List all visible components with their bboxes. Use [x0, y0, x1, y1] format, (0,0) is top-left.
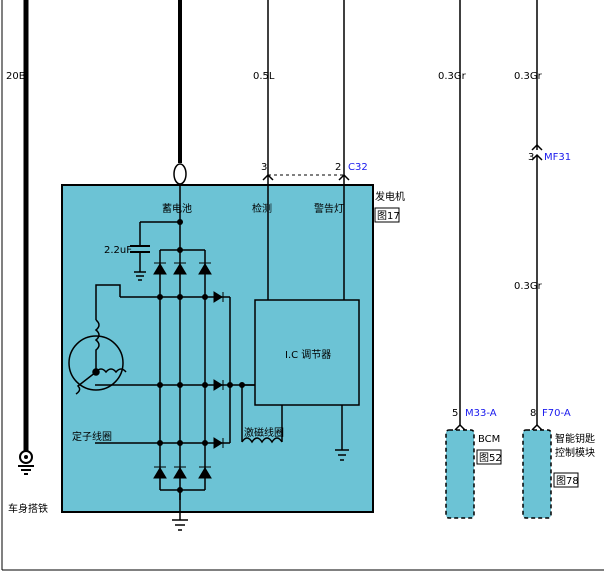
generator-name: 发电机 — [375, 190, 405, 203]
c32-pin-3: 3 — [261, 162, 267, 173]
smart-key-branch: 0.3Gr 3 MF31 0.3Gr 8 F70-A 智能钥匙 控制模块 图78 — [514, 0, 595, 519]
bcm-ref: 图52 — [479, 452, 502, 464]
wire-label-03gr-c: 0.3Gr — [514, 281, 543, 292]
stator-coil: 定子线圈 — [68, 284, 127, 443]
c32-pin-2: 2 — [335, 162, 341, 173]
warning-lamp-label: 警告灯 — [314, 202, 344, 215]
wire-label-05l: 0.5L — [253, 71, 275, 82]
wire-label-20b: 20B — [6, 71, 26, 82]
mf31-pin: 3 — [528, 152, 534, 163]
wire-label-03gr-b: 0.3Gr — [514, 71, 543, 82]
ic-regulator: I.C 调节器 — [242, 299, 360, 461]
mf31-code: MF31 — [544, 152, 571, 163]
smart-key-name-1: 智能钥匙 — [555, 432, 595, 445]
field-coil-label: 激磁线圈 — [244, 426, 284, 439]
bcm-name: BCM — [478, 434, 500, 445]
body-ground-wire: 20B 车身搭铁 — [6, 0, 48, 515]
smart-key-ref: 图78 — [556, 475, 579, 487]
capacitor: 2.2uF — [104, 221, 180, 281]
rectifier-diodes — [153, 247, 245, 493]
regulator-label: I.C 调节器 — [285, 349, 331, 361]
battery-label: 蓄电池 — [162, 202, 192, 215]
field-coil: 激磁线圈 — [241, 385, 284, 444]
m33a-pin: 5 — [452, 408, 458, 419]
detect-label: 检测 — [252, 202, 272, 215]
battery-wire: 蓄电池 — [162, 0, 192, 225]
warning-lamp-wire: 2 C32 警告灯 — [268, 0, 368, 300]
c32-code: C32 — [348, 162, 368, 173]
bcm-branch: 0.3Gr 5 M33-A BCM 图52 — [438, 0, 502, 519]
detect-wire: 0.5L 3 检测 — [252, 0, 275, 300]
wire-label-03gr-a: 0.3Gr — [438, 71, 467, 82]
capacitor-label: 2.2uF — [104, 245, 132, 256]
f70a-code: F70-A — [542, 408, 571, 419]
body-ground-label: 车身搭铁 — [8, 502, 48, 515]
f70a-pin: 8 — [530, 408, 536, 419]
stator-label: 定子线圈 — [72, 430, 112, 443]
module-ground — [172, 490, 188, 531]
smart-key-name-2: 控制模块 — [555, 446, 595, 459]
generator-ref: 图17 — [377, 210, 400, 222]
m33a-code: M33-A — [465, 408, 497, 419]
